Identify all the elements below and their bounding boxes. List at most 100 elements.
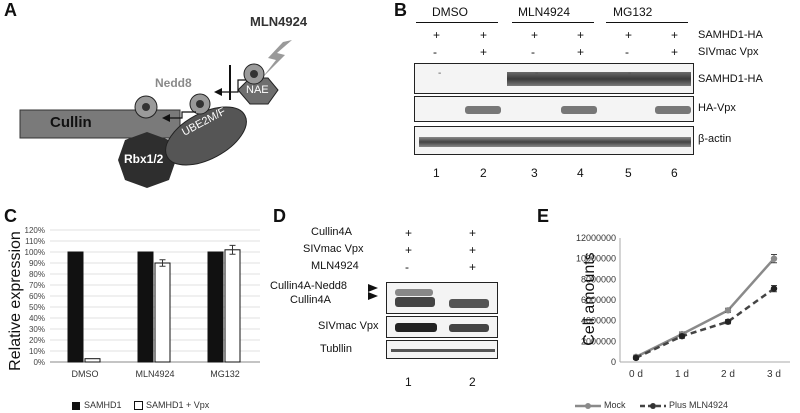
d-lane-number-2: 2 xyxy=(469,375,476,389)
b-lane-number-2: 2 xyxy=(480,166,487,180)
c-ytick-label: 100% xyxy=(25,248,45,257)
d-sign-r2-lane2: + xyxy=(469,243,477,257)
e-point-1-0 xyxy=(632,354,640,362)
c-ytick-label: 0% xyxy=(33,358,45,367)
panel-label-e: E xyxy=(537,206,550,226)
e-ytick-label: 6000000 xyxy=(581,295,616,305)
row-label-sivmac-vpx: SIVmac Vpx xyxy=(698,46,759,58)
c-ytick-label: 10% xyxy=(29,347,45,356)
blot-sign-lane1: - xyxy=(438,68,442,79)
chart-c: 0%10%20%30%40%50%60%70%80%90%100%110%120… xyxy=(25,226,260,379)
b-lane-number-3: 3 xyxy=(531,166,538,180)
b-sign-r1-lane6: + xyxy=(671,28,679,42)
c-ytick-label: 120% xyxy=(25,226,45,235)
d-sign-r2-lane1: + xyxy=(405,243,413,257)
cullin-shape xyxy=(19,109,181,139)
group-line-mln4924 xyxy=(512,22,594,23)
c-ytick-label: 110% xyxy=(25,237,45,246)
e-ytick-label: 0 xyxy=(611,357,616,367)
blot-b-actin xyxy=(414,126,694,155)
b-sign-r1-lane4: + xyxy=(577,28,585,42)
e-point-1-3 xyxy=(770,285,778,292)
e-point-0-2 xyxy=(724,307,732,314)
legend-swatch-plus-mln4924 xyxy=(640,403,666,409)
e-ytick-label: 4000000 xyxy=(581,316,616,326)
c-ytick-label: 30% xyxy=(29,325,45,334)
group-line-mg132 xyxy=(606,22,688,23)
panel-label-d: D xyxy=(273,206,286,226)
blot-tubllin xyxy=(386,340,498,359)
e-point-0-3 xyxy=(770,255,778,262)
group-label-dmso: DMSO xyxy=(432,5,468,19)
cullin-label: Cullin xyxy=(50,114,92,131)
e-xtick-label-0: 0 d xyxy=(629,369,643,380)
e-ytick-label: 8000000 xyxy=(581,274,616,284)
b-sign-r1-lane5: + xyxy=(625,28,633,42)
panel-label-a: A xyxy=(4,0,17,20)
b-lane-number-4: 4 xyxy=(577,166,584,180)
c-errorbar-1-2 xyxy=(229,244,236,255)
blot-ha-vpx xyxy=(414,96,694,122)
d-sign-r1-lane1: + xyxy=(405,226,413,240)
legend-swatch-mock xyxy=(575,403,601,409)
band-label-cullin4a: Cullin4A xyxy=(290,294,331,306)
c-category-label-0: DMSO xyxy=(72,369,99,379)
d-sign-r3-lane2: + xyxy=(469,260,477,274)
group-label-mln4924: MLN4924 xyxy=(518,5,571,19)
c-ytick-label: 70% xyxy=(29,281,45,290)
e-xtick-label-1: 1 d xyxy=(675,369,689,380)
e-series-line-0 xyxy=(635,257,775,358)
chart-e: 0200000040000006000000800000010000000120… xyxy=(576,233,790,380)
blot-sivmac-vpx xyxy=(386,316,498,338)
d-blot-label-sivmac-vpx: SIVmac Vpx xyxy=(318,320,379,332)
b-sign-r1-lane2: + xyxy=(480,28,488,42)
e-point-1-1 xyxy=(678,332,686,340)
c-ytick-label: 20% xyxy=(29,336,45,345)
blot-label-samhd1-ha: SAMHD1-HA xyxy=(698,73,763,85)
band-label-cullin4a-nedd8: Cullin4A-Nedd8 xyxy=(270,280,348,292)
panel-a-schematic xyxy=(19,40,292,188)
b-sign-r2-lane4: + xyxy=(577,45,585,59)
b-lane-number-6: 6 xyxy=(671,166,678,180)
c-ytick-label: 50% xyxy=(29,303,45,312)
nedd8-label: Nedd8 xyxy=(155,76,192,90)
b-lane-number-5: 5 xyxy=(625,166,632,180)
e-point-1-2 xyxy=(724,318,732,325)
c-bar-0-0 xyxy=(67,251,84,363)
c-ytick-label: 40% xyxy=(29,314,45,323)
c-bar-1-1 xyxy=(154,262,171,363)
b-sign-r2-lane2: + xyxy=(480,45,488,59)
b-sign-r1-lane1: + xyxy=(433,28,441,42)
c-bar-1-2 xyxy=(224,249,241,363)
rbx-shape xyxy=(118,132,176,188)
d-blot-label-tubllin: Tubllin xyxy=(320,343,352,355)
c-ytick-label: 90% xyxy=(29,259,45,268)
d-lane-number-1: 1 xyxy=(405,375,412,389)
b-sign-r2-lane3: - xyxy=(531,45,535,59)
band-arrows xyxy=(368,284,378,300)
chart-e-ylabel: Cell amounts xyxy=(581,252,598,346)
panel-label-c: C xyxy=(4,206,17,226)
d-row-label-cullin4a: Cullin4A xyxy=(311,226,352,238)
nae-label: NAE xyxy=(246,84,269,96)
row-label-samhd1-ha: SAMHD1-HA xyxy=(698,29,763,41)
d-row-label-mln4924: MLN4924 xyxy=(311,260,359,272)
c-bar-0-2 xyxy=(207,251,224,363)
c-bar-0-1 xyxy=(137,251,154,363)
group-label-mg132: MG132 xyxy=(613,5,653,19)
blot-samhd1-ha xyxy=(414,63,694,94)
c-category-label-2: MG132 xyxy=(210,369,240,379)
c-bar-1-0 xyxy=(84,358,101,363)
e-ytick-label: 2000000 xyxy=(581,336,616,346)
b-sign-r2-lane5: - xyxy=(625,45,629,59)
legend-label-samhd1-vpx: SAMHD1 + Vpx xyxy=(146,400,210,410)
e-series-line-1 xyxy=(635,287,775,359)
d-row-label-sivmac-vpx: SIVmac Vpx xyxy=(303,243,364,255)
b-sign-r2-lane6: + xyxy=(671,45,679,59)
e-ytick-label: 12000000 xyxy=(576,233,616,243)
mln4924-label: MLN4924 xyxy=(250,14,308,29)
blot-label-ha-vpx: HA-Vpx xyxy=(698,102,736,114)
b-sign-r2-lane1: - xyxy=(433,45,437,59)
lightning-bolt-icon xyxy=(262,40,292,78)
blot-sign-lane3: - xyxy=(535,68,539,79)
